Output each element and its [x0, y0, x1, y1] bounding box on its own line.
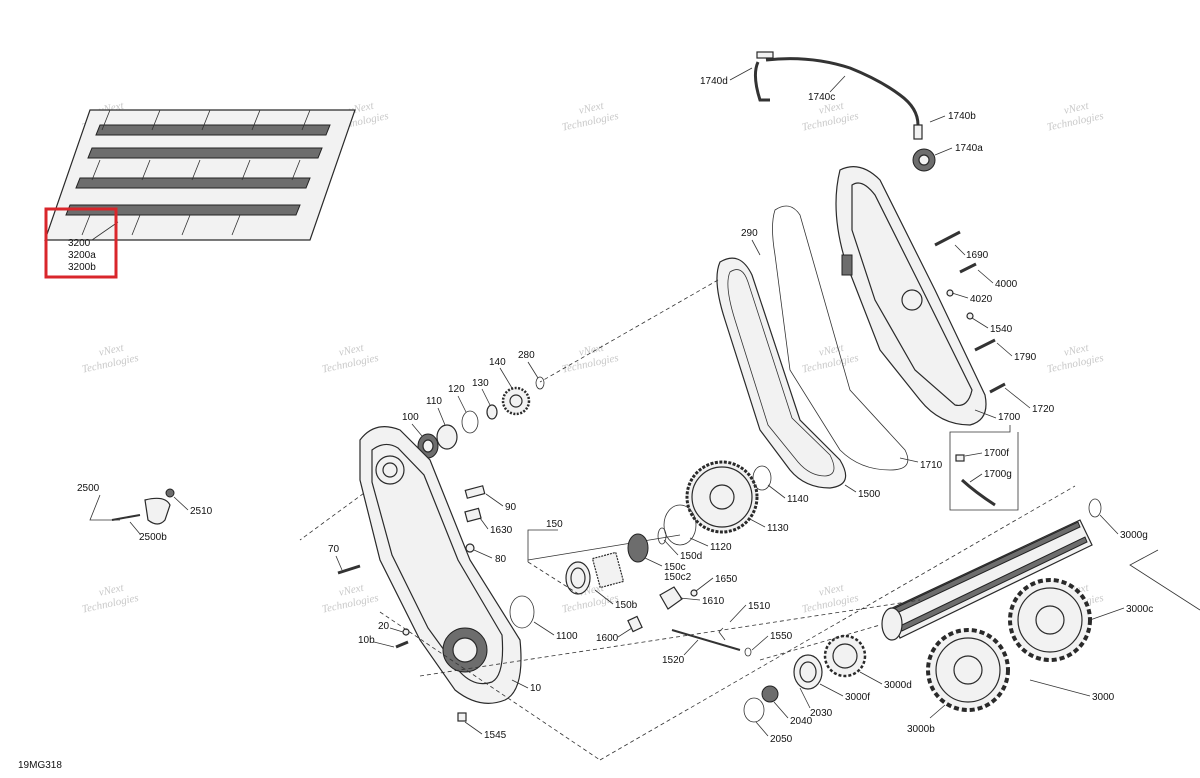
callout-90[interactable]: 90	[505, 502, 517, 513]
callout-20[interactable]: 20	[378, 621, 390, 632]
callout-10[interactable]: 10	[530, 683, 542, 694]
callout-3000[interactable]: 3000	[1092, 692, 1115, 703]
callout-2040[interactable]: 2040	[790, 716, 813, 727]
callout-1740b[interactable]: 1740b	[948, 111, 976, 122]
drive-sprocket-a	[926, 628, 1010, 712]
callout-1610[interactable]: 1610	[702, 596, 725, 607]
callout-3000g[interactable]: 3000g	[1120, 530, 1148, 541]
callout-110[interactable]: 110	[426, 396, 442, 407]
sprocket-gear	[663, 460, 772, 546]
callout-1790[interactable]: 1790	[1014, 352, 1037, 363]
watermark-line1: vNext	[98, 342, 126, 359]
callout-3200[interactable]: 3200	[68, 238, 91, 249]
watermark-line1: vNext	[818, 582, 846, 599]
callout-2050[interactable]: 2050	[770, 734, 793, 745]
callout-1120[interactable]: 1120	[710, 542, 732, 553]
callout-80[interactable]: 80	[495, 554, 507, 565]
callout-1700[interactable]: 1700	[998, 412, 1021, 423]
callout-290[interactable]: 290	[741, 228, 758, 239]
track-illustration	[44, 109, 356, 241]
seal-kit-box	[949, 425, 1019, 511]
bracket-2500	[89, 488, 175, 525]
callout-3000b[interactable]: 3000b	[907, 724, 935, 735]
callout-150c2[interactable]: 150c2	[664, 572, 692, 583]
callout-2510[interactable]: 2510	[190, 506, 213, 517]
bearing-group-box	[509, 527, 752, 657]
cover-bolts	[934, 230, 1006, 394]
drive-sprocket-b	[1008, 578, 1092, 662]
callout-2500b[interactable]: 2500b	[139, 532, 167, 543]
callout-2500[interactable]: 2500	[77, 483, 100, 494]
callout-1550[interactable]: 1550	[770, 631, 793, 642]
callout-1510[interactable]: 1510	[748, 601, 771, 612]
callout-1545[interactable]: 1545	[484, 730, 507, 741]
watermark-line1: vNext	[98, 582, 126, 599]
watermark-line1: vNext	[578, 100, 606, 117]
callout-70[interactable]: 70	[328, 544, 340, 555]
callout-4020[interactable]: 4020	[970, 294, 993, 305]
callout-150d[interactable]: 150d	[680, 551, 702, 562]
callout-120[interactable]: 120	[448, 384, 465, 395]
callout-1130[interactable]: 1130	[767, 523, 789, 534]
highlight-box	[44, 207, 118, 279]
callout-1720[interactable]: 1720	[1032, 404, 1055, 415]
chaincase-housing	[359, 426, 522, 704]
gasket-and-chain	[716, 205, 909, 489]
callout-1140[interactable]: 1140	[787, 494, 809, 505]
callout-100[interactable]: 100	[402, 412, 419, 423]
callout-1630[interactable]: 1630	[490, 525, 513, 536]
callout-1690[interactable]: 1690	[966, 250, 989, 261]
callout-1520[interactable]: 1520	[662, 655, 685, 666]
watermark-line1: vNext	[818, 342, 846, 359]
callout-1600[interactable]: 1600	[596, 633, 619, 644]
callout-1540[interactable]: 1540	[990, 324, 1013, 335]
callout-1500[interactable]: 1500	[858, 489, 881, 500]
callout-280[interactable]: 280	[518, 350, 535, 361]
callout-3000c[interactable]: 3000c	[1126, 604, 1153, 615]
callout-3000f[interactable]: 3000f	[845, 692, 870, 703]
callout-3200a[interactable]: 3200a	[68, 250, 96, 261]
upper-shaft-parts	[417, 376, 545, 459]
callout-4000[interactable]: 4000	[995, 279, 1018, 290]
callout-10b[interactable]: 10b	[358, 635, 375, 646]
callout-3000d[interactable]: 3000d	[884, 680, 912, 691]
callout-150[interactable]: 150	[546, 519, 563, 530]
callout-1740d[interactable]: 1740d	[700, 76, 728, 87]
callout-1740c[interactable]: 1740c	[808, 92, 835, 103]
watermark-line1: vNext	[338, 342, 366, 359]
callout-1710[interactable]: 1710	[920, 460, 943, 471]
watermark-line1: vNext	[1063, 342, 1091, 359]
callout-1740a[interactable]: 1740a	[955, 143, 983, 154]
housing-fasteners	[337, 485, 486, 722]
drawing-id: 19MG318	[18, 760, 62, 771]
callout-150b[interactable]: 150b	[615, 600, 638, 611]
watermark-line1: vNext	[818, 100, 846, 117]
hose-assembly	[753, 51, 936, 172]
watermark-line1: vNext	[338, 582, 366, 599]
callout-1100[interactable]: 1100	[556, 631, 578, 642]
callout-130[interactable]: 130	[472, 378, 489, 389]
callout-1700f[interactable]: 1700f	[984, 448, 1009, 459]
watermark-line1: vNext	[578, 342, 606, 359]
callout-150c[interactable]: 150c	[664, 562, 686, 573]
callout-140[interactable]: 140	[489, 357, 506, 368]
callout-2030[interactable]: 2030	[810, 708, 833, 719]
callout-3200b[interactable]: 3200b	[68, 262, 96, 273]
callout-1700g[interactable]: 1700g	[984, 469, 1012, 480]
drive-axle	[379, 485, 1200, 761]
chaincase-cover	[835, 166, 987, 426]
callout-1650[interactable]: 1650	[715, 574, 738, 585]
watermark-line1: vNext	[1063, 100, 1091, 117]
